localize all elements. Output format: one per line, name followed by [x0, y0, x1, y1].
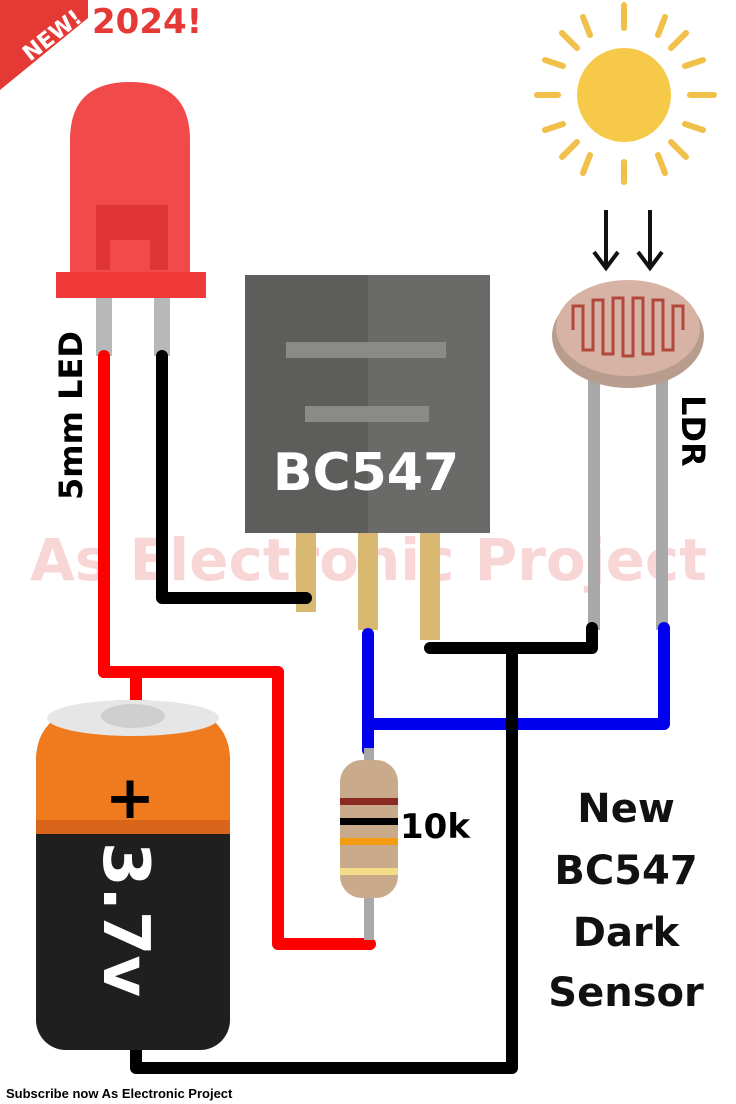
ldr-component — [552, 280, 704, 630]
footer-credit: Subscribe now As Electronic Project — [6, 1086, 233, 1101]
title-line-3: Dark — [573, 910, 681, 956]
battery-component: + 3.7v — [36, 700, 230, 1050]
title-line-2: BC547 — [554, 848, 697, 894]
resistor-component — [340, 748, 398, 940]
transistor-label: BC547 — [273, 443, 459, 503]
battery-plus-label: + — [105, 763, 155, 833]
battery-voltage-label: 3.7v — [88, 842, 162, 997]
wires — [98, 350, 670, 1074]
title-line-4: Sensor — [548, 970, 704, 1016]
black-wire-ground — [424, 622, 598, 654]
sun-icon — [534, 2, 717, 185]
transistor-legs — [296, 530, 440, 640]
led-label: 5mm LED — [52, 331, 90, 500]
year-label: 2024! — [92, 2, 202, 42]
resistor-label: 10k — [400, 807, 471, 847]
black-wire-led — [156, 350, 312, 604]
ldr-label: LDR — [674, 395, 712, 467]
year-badge: 2024! — [88, 0, 206, 42]
black-wire-battery — [130, 642, 518, 1074]
light-arrows-icon — [592, 210, 664, 272]
led-component — [56, 82, 206, 356]
title-line-1: New — [577, 786, 675, 832]
transistor-body: BC547 — [245, 275, 490, 533]
title-block: New BC547 Dark Sensor — [548, 786, 704, 1016]
red-wire-resistor — [98, 666, 376, 950]
